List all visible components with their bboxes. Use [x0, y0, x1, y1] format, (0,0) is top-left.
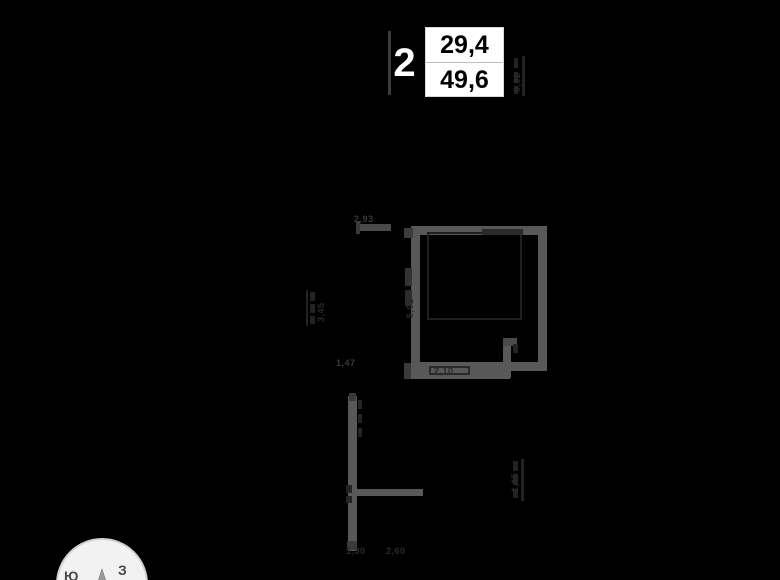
left-dim-rule	[306, 290, 308, 326]
left-dim-tick-3	[310, 316, 315, 324]
badge-left-rule	[388, 31, 391, 95]
wall-lower-room-left-stub	[404, 363, 411, 379]
left-wall-tick-3	[358, 428, 362, 437]
wall-lower-room-notch	[503, 338, 517, 346]
upper-room-inner-outline	[427, 232, 522, 320]
top-right-rule	[522, 56, 525, 96]
balcony-joint-mark	[346, 485, 352, 493]
dimension-label-d3: 3,45	[316, 302, 326, 322]
dimension-label-d7: 3,02	[512, 72, 522, 92]
top-right-tick-3	[514, 86, 518, 94]
right-lower-rule	[521, 459, 524, 501]
dimension-label-d1: 2,93	[354, 214, 374, 224]
compass-south-label: Ю	[64, 568, 79, 580]
right-lower-tick-2	[513, 475, 518, 485]
door-swing-upper	[404, 228, 413, 238]
balcony-joint-mark-2	[346, 496, 352, 503]
wall-top-stub-left	[357, 224, 391, 231]
apartment-info-badge: 2 29,4 49,6	[386, 27, 504, 97]
wall-lower-room-top	[406, 371, 510, 379]
compass-rose: З Ю	[56, 538, 148, 580]
wall-upper-room-bottom	[411, 362, 547, 371]
door-leaf-upper	[405, 268, 412, 286]
wall-horizontal-balcony	[357, 489, 423, 496]
wall-vertical-left-long	[348, 396, 357, 551]
left-wall-tick-1	[358, 400, 362, 409]
left-dim-tick-2	[310, 304, 315, 313]
left-dim-tick-1	[310, 292, 315, 301]
dimension-label-d2: 5,01	[405, 298, 415, 318]
wall-vertical-left-cap-bottom	[347, 541, 357, 550]
total-area-value: 49,6	[440, 66, 489, 94]
left-wall-tick-2	[358, 414, 362, 423]
dimension-label-d4: 1,47	[336, 358, 356, 368]
room-count-label: 2	[393, 41, 415, 85]
top-right-tick-2	[514, 72, 518, 82]
wall-upper-room-top	[411, 226, 547, 235]
right-lower-tick-3	[513, 489, 518, 498]
dimension-label-d9: 1,30	[346, 546, 366, 556]
door-leaf-upper-2	[405, 290, 412, 306]
wall-lower-room-right-upper	[503, 340, 511, 378]
wall-top-stub-left-end	[356, 221, 360, 234]
area-table: 29,4 49,6	[425, 27, 504, 97]
dimension-label-d6: 1,15	[510, 472, 520, 492]
wall-central-spine	[411, 226, 420, 378]
compass-star-icon	[98, 568, 106, 580]
right-lower-tick-1	[513, 461, 518, 471]
fixture-box	[429, 366, 470, 375]
dimension-label-d8: 2,60	[386, 546, 406, 556]
lower-room-notch-tick	[513, 344, 518, 353]
wall-upper-room-right	[538, 226, 547, 371]
dimension-label-d5: 2,10	[434, 366, 454, 376]
living-area-value: 29,4	[426, 28, 503, 63]
wall-vertical-left-cap-top	[349, 393, 356, 401]
top-right-tick-1	[514, 58, 518, 68]
upper-room-inner-outline-2	[482, 229, 523, 235]
compass-west-label: З	[118, 562, 127, 578]
